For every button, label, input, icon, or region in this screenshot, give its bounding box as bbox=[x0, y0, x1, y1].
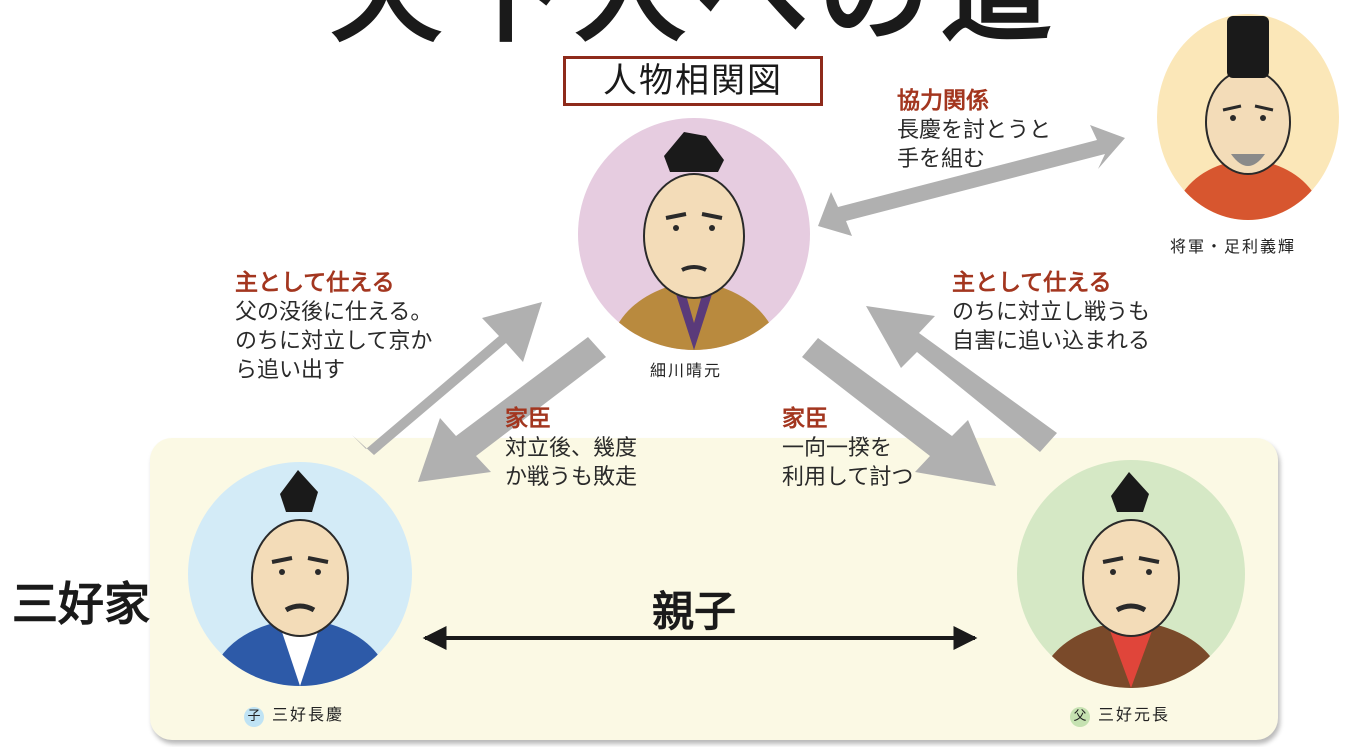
family-label: 三好家 bbox=[12, 577, 150, 631]
hosokawa-face-illustration bbox=[578, 118, 810, 350]
cooperation-label: 協力関係 長慶を討とうと 手を組む bbox=[897, 86, 1051, 174]
cooperation-line2: 手を組む bbox=[897, 147, 986, 172]
motonaga-name: 三好元長 bbox=[1098, 705, 1171, 724]
hosokawa-name: 細川晴元 bbox=[650, 361, 723, 380]
motonaga-badge: 父 bbox=[1070, 707, 1090, 727]
serve-left-arrow bbox=[352, 302, 542, 455]
nagayoshi-portrait bbox=[188, 462, 412, 686]
serve-left-line2: のちに対立して京か bbox=[235, 329, 433, 354]
serve-right-arrow bbox=[866, 306, 1057, 452]
serve-left-head: 主として仕える bbox=[235, 270, 395, 296]
subtitle-box: 人物相関図 bbox=[563, 56, 823, 106]
vassal-right-arrow bbox=[802, 338, 996, 486]
vassal-left-line2: か戦うも敗走 bbox=[505, 465, 638, 490]
motonaga-face-illustration bbox=[1017, 460, 1245, 688]
vassal-left-head: 家臣 bbox=[505, 406, 551, 432]
serve-right-line2: 自害に追い込まれる bbox=[952, 329, 1151, 354]
cooperation-arrow bbox=[818, 125, 1125, 236]
vassal-left-line1: 対立後、幾度 bbox=[505, 436, 638, 461]
nagayoshi-caption: 子三好長慶 bbox=[244, 701, 344, 727]
vassal-right-line2: 利用して討つ bbox=[782, 465, 914, 490]
ashikaga-face-illustration bbox=[1157, 14, 1339, 220]
ashikaga-name: 将軍・足利義輝 bbox=[1170, 237, 1297, 256]
motonaga-portrait bbox=[1017, 460, 1245, 688]
motonaga-caption: 父三好元長 bbox=[1070, 701, 1170, 727]
cooperation-head: 協力関係 bbox=[897, 88, 989, 114]
nagayoshi-name: 三好長慶 bbox=[272, 705, 345, 724]
vassal-left-label: 家臣 対立後、幾度 か戦うも敗走 bbox=[505, 404, 637, 492]
nagayoshi-face-illustration bbox=[188, 462, 412, 686]
vassal-left-arrow bbox=[418, 337, 606, 482]
serve-left-line3: ら追い出す bbox=[235, 358, 346, 383]
serve-right-head: 主として仕える bbox=[952, 270, 1112, 296]
vassal-right-line1: 一向一揆を bbox=[782, 436, 893, 461]
hosokawa-portrait bbox=[578, 118, 810, 350]
nagayoshi-badge: 子 bbox=[244, 707, 264, 727]
serve-right-label: 主として仕える のちに対立し戦うも 自害に追い込まれる bbox=[952, 268, 1150, 356]
serve-left-label: 主として仕える 父の没後に仕える。 のちに対立して京か ら追い出す bbox=[235, 268, 432, 385]
vassal-right-head: 家臣 bbox=[782, 406, 828, 432]
vassal-right-label: 家臣 一向一揆を 利用して討つ bbox=[782, 404, 913, 492]
serve-left-line1: 父の没後に仕える。 bbox=[235, 300, 433, 325]
main-title: 天下人への道 bbox=[330, 0, 1090, 49]
ashikaga-portrait bbox=[1157, 14, 1339, 220]
parent-child-label: 親子 bbox=[652, 587, 737, 636]
serve-right-line1: のちに対立し戦うも bbox=[952, 300, 1151, 325]
cooperation-line1: 長慶を討とうと bbox=[897, 118, 1052, 143]
